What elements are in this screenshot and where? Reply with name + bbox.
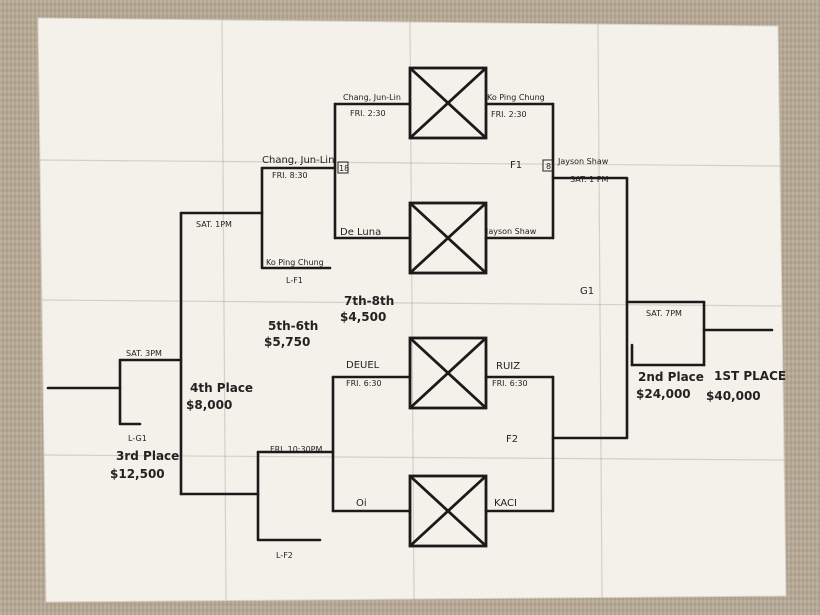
prize-2nd-amount: $24,000 xyxy=(636,387,691,401)
seed-number-18: 18 xyxy=(339,164,349,173)
crossed-box-sf1-bottom xyxy=(408,201,488,275)
time-sat-7pm: SAT. 7PM xyxy=(646,309,682,318)
time-sat-3pm: SAT. 3PM xyxy=(126,349,162,358)
player-oi: Oi xyxy=(356,498,367,509)
crossed-box-sf2-top xyxy=(408,336,488,410)
player-kaci: KACI xyxy=(494,498,517,509)
player-jayson-shaw-f1: Jayson Shaw xyxy=(557,157,609,166)
prize-3rd-amount: $12,500 xyxy=(110,467,165,481)
player-chang-lf1: Chang, Jun-Lin xyxy=(262,155,334,166)
time-sf1-left: FRI. 2:30 xyxy=(350,109,386,118)
label-g1: G1 xyxy=(580,286,594,297)
crossed-box-sf2-bottom xyxy=(408,474,488,548)
prize-1st-amount: $40,000 xyxy=(706,389,761,403)
seed-number-8: 8 xyxy=(546,162,551,171)
label-l-f2: L-F2 xyxy=(276,551,293,560)
crossed-box-sf1-top xyxy=(408,66,488,140)
prize-7th-8th-label: 7th-8th xyxy=(344,294,394,308)
prize-1st-label: 1ST PLACE xyxy=(714,369,786,383)
time-sat-1pm: SAT. 1PM xyxy=(196,220,232,229)
label-l-f1: L-F1 xyxy=(286,276,303,285)
label-f1: F1 xyxy=(510,160,522,171)
prize-4th-amount: $8,000 xyxy=(186,398,232,412)
player-deuel: DEUEL xyxy=(346,360,380,371)
time-sf1-right: FRI. 2:30 xyxy=(491,110,527,119)
prize-4th-label: 4th Place xyxy=(190,381,253,395)
prize-7th-8th-amount: $4,500 xyxy=(340,310,386,324)
prize-2nd-label: 2nd Place xyxy=(638,370,704,384)
prize-5th-6th-amount: $5,750 xyxy=(264,335,310,349)
time-lf2: FRI. 10:30PM xyxy=(270,445,322,454)
seed-box-18 xyxy=(337,161,349,174)
seed-box-8 xyxy=(542,159,554,172)
player-ruiz: RUIZ xyxy=(496,361,520,372)
prize-3rd-label: 3rd Place xyxy=(116,449,179,463)
time-sf2-right: FRI. 6:30 xyxy=(492,379,528,388)
time-sf2-left: FRI. 6:30 xyxy=(346,379,382,388)
label-f2: F2 xyxy=(506,434,518,445)
paper-sheet xyxy=(37,17,787,603)
label-l-g1: L-G1 xyxy=(128,434,147,443)
player-jayson-shaw-sf: Jayson Shaw xyxy=(485,227,537,236)
time-lf1: FRI. 8:30 xyxy=(272,171,308,180)
player-ko-ping-chung-top: Ko Ping Chung xyxy=(487,93,545,102)
player-chang-top: Chang, Jun-Lin xyxy=(343,93,401,102)
bracket-lines xyxy=(46,102,774,542)
player-de-luna: De Luna xyxy=(340,227,381,238)
prize-5th-6th-label: 5th-6th xyxy=(268,319,318,333)
player-ko-ping-chung-lf1: Ko Ping Chung xyxy=(266,258,324,267)
time-f1: SAT. 1 PM xyxy=(570,175,609,184)
